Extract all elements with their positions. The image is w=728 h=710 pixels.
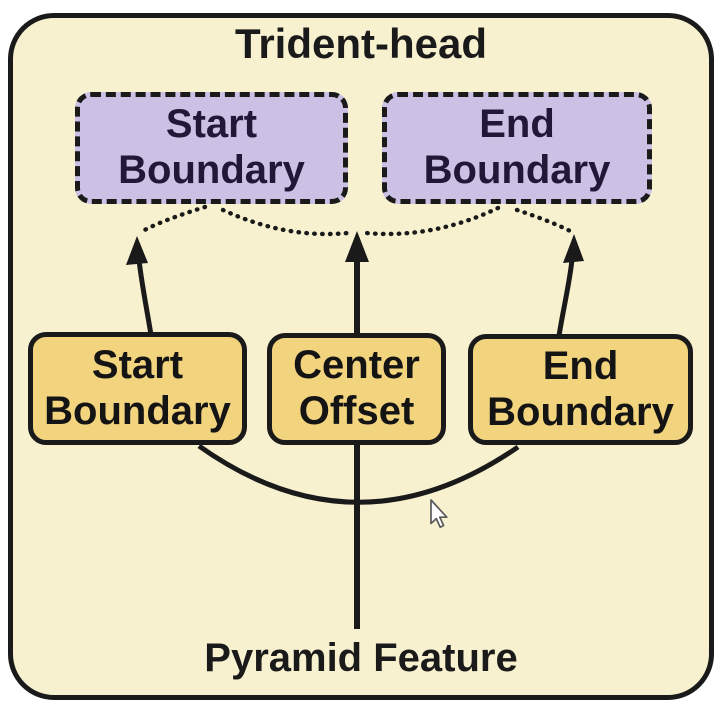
end-boundary-output-label-line2: Boundary <box>423 148 611 192</box>
start-boundary-output-label-line1: Start <box>165 102 258 147</box>
start-boundary-branch-label-line1: Start <box>91 342 184 387</box>
center-offset-branch-box: Center Offset <box>267 333 446 445</box>
center-offset-branch-label-line1: Center <box>293 343 420 388</box>
end-boundary-branch-label-line1: End <box>542 343 619 388</box>
center-offset-branch-label-line2: Offset <box>298 389 415 433</box>
pyramid-feature-label: Pyramid Feature <box>204 636 518 680</box>
start-boundary-branch-box: Start Boundary <box>28 332 247 445</box>
start-boundary-output-box: Start Boundary <box>75 92 348 204</box>
end-boundary-output-box: End Boundary <box>382 92 652 204</box>
end-boundary-branch-box: End Boundary <box>468 334 693 445</box>
end-boundary-output-label-line1: End <box>479 102 555 147</box>
start-boundary-branch-label-line2: Boundary <box>44 388 231 433</box>
end-boundary-branch-label-line2: Boundary <box>487 389 674 434</box>
start-boundary-output-label-line2: Boundary <box>118 148 305 192</box>
diagram-title: Trident-head <box>234 20 488 67</box>
